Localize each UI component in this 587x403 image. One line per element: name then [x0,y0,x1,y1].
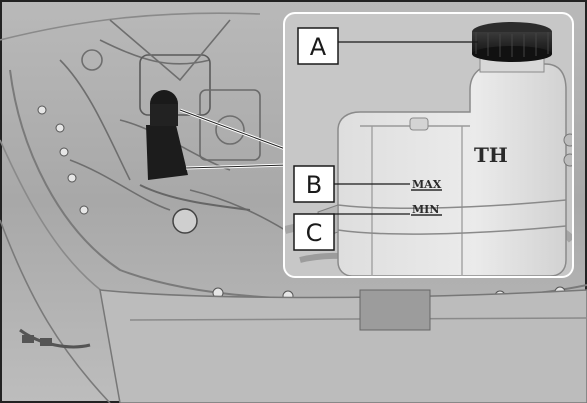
min-mark: MIN [412,203,439,216]
callout-b: B [294,166,334,202]
max-mark: MAX [412,178,442,191]
brand-mark: TH [474,143,508,167]
callout-c: C [294,214,334,250]
reservoir-cap [472,22,552,62]
callout-b-label: B [306,171,322,199]
callout-a: A [298,28,338,64]
callout-c-label: C [306,219,323,247]
callout-a-label: A [310,33,327,61]
inset-panel: TH MAX MIN A B C [285,14,576,276]
